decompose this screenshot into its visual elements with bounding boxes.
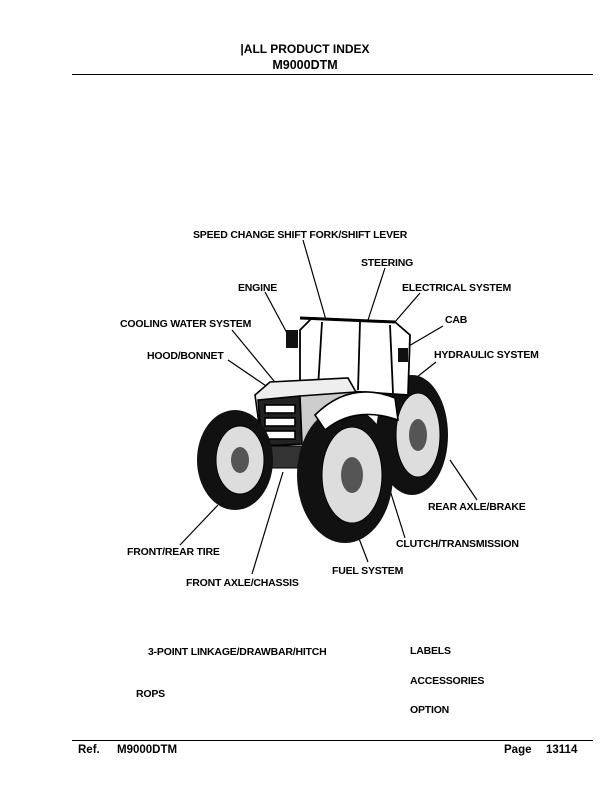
link-accessories[interactable]: ACCESSORIES (410, 675, 485, 687)
link-linkage[interactable]: 3-POINT LINKAGE/DRAWBAR/HITCH (148, 646, 327, 658)
label-electrical[interactable]: ELECTRICAL SYSTEM (402, 282, 511, 294)
label-front-axle[interactable]: FRONT AXLE/CHASSIS (186, 577, 299, 589)
label-rear-axle[interactable]: REAR AXLE/BRAKE (428, 501, 526, 513)
label-steering[interactable]: STEERING (361, 257, 414, 269)
label-hydraulic[interactable]: HYDRAULIC SYSTEM (434, 349, 539, 361)
ref-value: M9000DTM (117, 744, 178, 756)
label-cooling[interactable]: COOLING WATER SYSTEM (120, 318, 252, 330)
label-speed-change[interactable]: SPEED CHANGE SHIFT FORK/SHIFT LEVER (193, 229, 408, 241)
label-engine[interactable]: ENGINE (238, 282, 278, 294)
near-rear-wheel-icon (297, 407, 393, 543)
link-option[interactable]: OPTION (410, 704, 450, 716)
label-front-rear-tire[interactable]: FRONT/REAR TIRE (127, 546, 220, 558)
label-clutch[interactable]: CLUTCH/TRANSMISSION (396, 538, 519, 550)
header-rule (72, 74, 593, 75)
model-title: M9000DTM (272, 58, 338, 72)
page-label: Page (504, 744, 532, 756)
ref-label: Ref. (78, 744, 100, 756)
link-rops[interactable]: ROPS (136, 688, 165, 700)
link-labels[interactable]: LABELS (410, 645, 451, 657)
label-fuel[interactable]: FUEL SYSTEM (332, 565, 404, 577)
front-wheel-icon (197, 410, 273, 510)
label-cab[interactable]: CAB (445, 314, 468, 326)
page-number: 13114 (546, 744, 578, 756)
label-hood[interactable]: HOOD/BONNET (147, 350, 224, 362)
footer-rule (72, 740, 593, 741)
page-title: |ALL PRODUCT INDEX (240, 42, 370, 56)
